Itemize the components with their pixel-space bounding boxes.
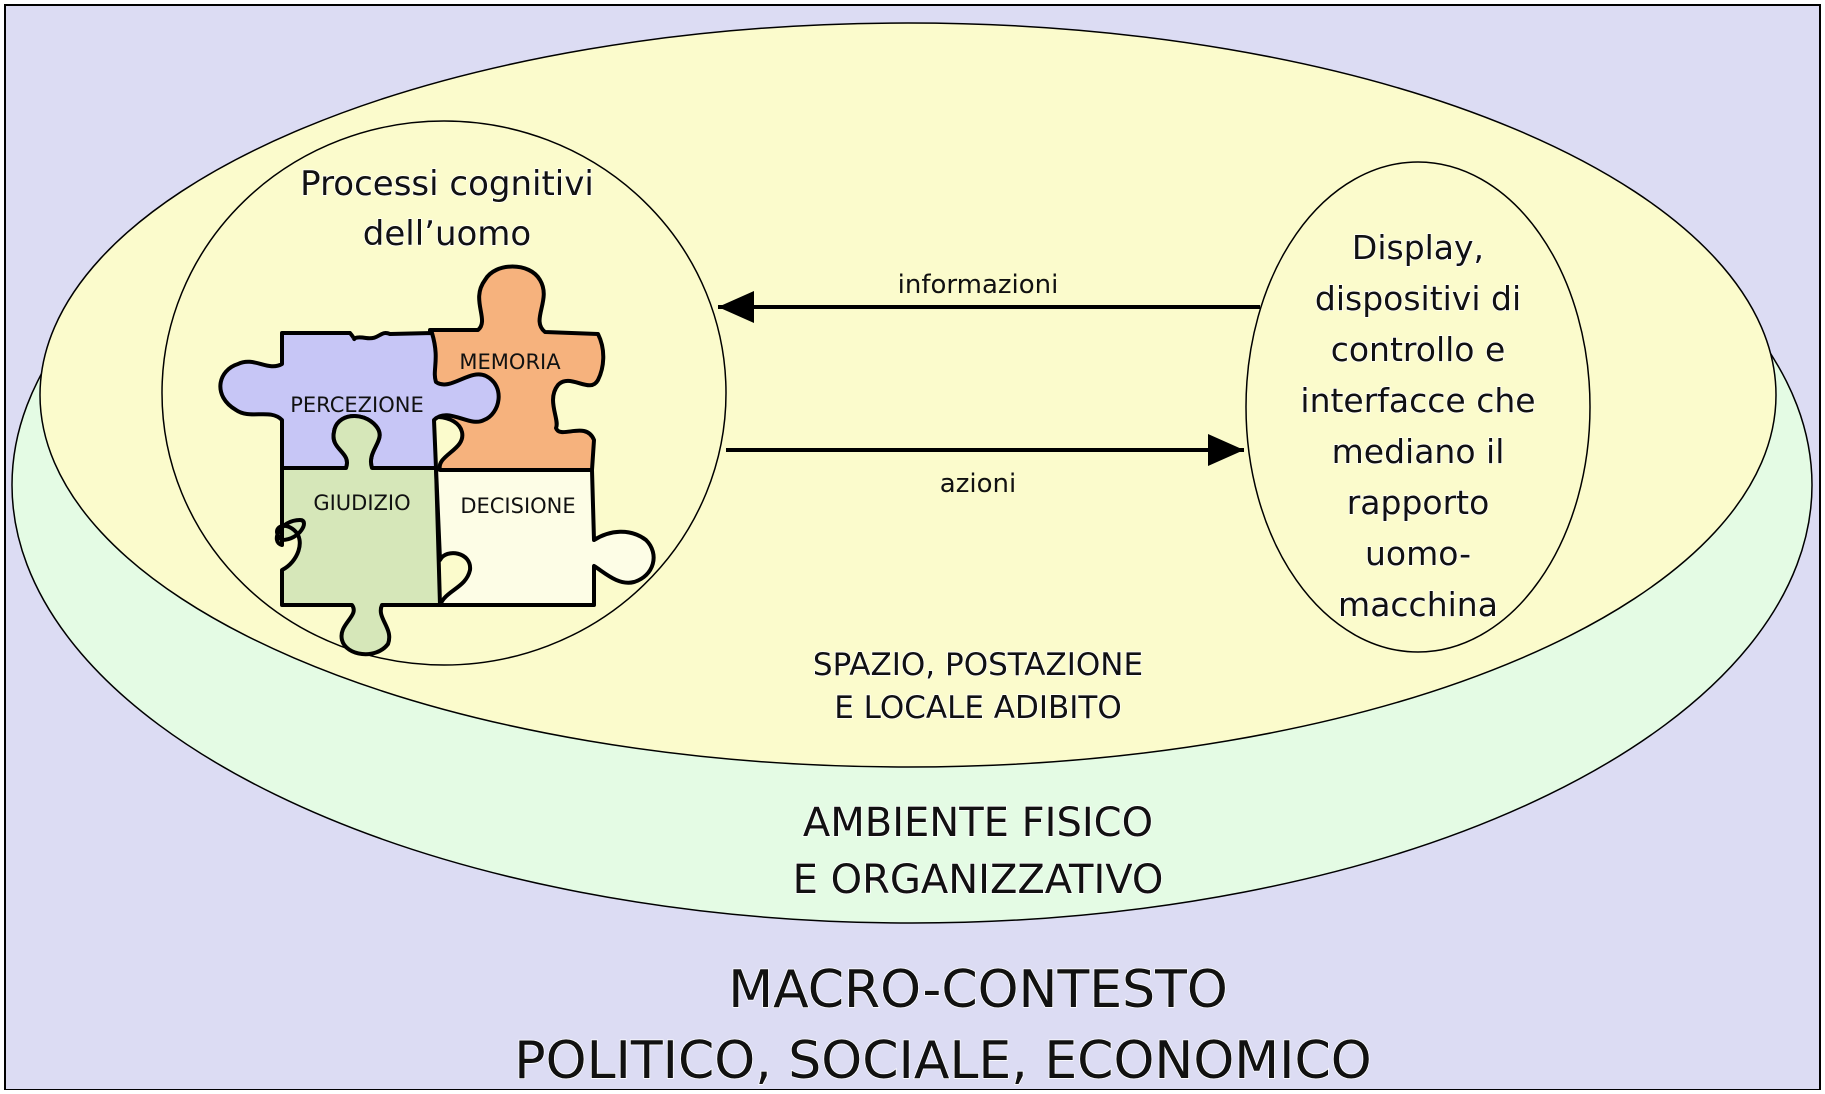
display-text-line: Display, — [1352, 228, 1484, 267]
macro-label-line2: POLITICO, SOCIALE, ECONOMICO — [514, 1031, 1371, 1090]
display-text-line: mediano il — [1332, 432, 1505, 471]
display-interfaces-ellipse — [1245, 161, 1591, 653]
display-text-line: dispositivi di — [1315, 279, 1521, 318]
puzzle-piece-giudizio — [274, 413, 442, 657]
workspace-label-line1: SPAZIO, POSTAZIONE — [813, 647, 1143, 683]
puzzle-label-decisione: DECISIONE — [460, 494, 575, 518]
puzzle-label-memoria: MEMORIA — [459, 350, 561, 374]
display-text-line: rapporto — [1347, 483, 1490, 522]
display-text-line: macchina — [1338, 585, 1498, 624]
puzzle — [218, 264, 656, 657]
display-text-line: controllo e — [1331, 330, 1506, 369]
environment-label-line2: E ORGANIZZATIVO — [793, 857, 1164, 903]
cognitive-title-line2: dell’uomo — [363, 214, 531, 254]
display-text-line: interfacce che — [1300, 381, 1535, 420]
puzzle-label-giudizio: GIUDIZIO — [313, 491, 410, 515]
display-text-line: uomo- — [1365, 534, 1471, 573]
arrow-label-informazioni: informazioni — [898, 270, 1059, 300]
workspace-label-line2: E LOCALE ADIBITO — [834, 690, 1122, 726]
cognitive-title-line1: Processi cognitivi — [300, 164, 594, 204]
macro-label-line1: MACRO-CONTESTO — [728, 960, 1228, 1020]
display-text: Display, dispositivi di controllo e interfa… — [1300, 227, 1537, 625]
arrow-label-azioni: azioni — [940, 469, 1016, 499]
puzzle-piece-decisione — [434, 466, 656, 607]
puzzle-label-percezione: PERCEZIONE — [290, 393, 424, 417]
environment-label-line1: AMBIENTE FISICO — [803, 800, 1153, 846]
